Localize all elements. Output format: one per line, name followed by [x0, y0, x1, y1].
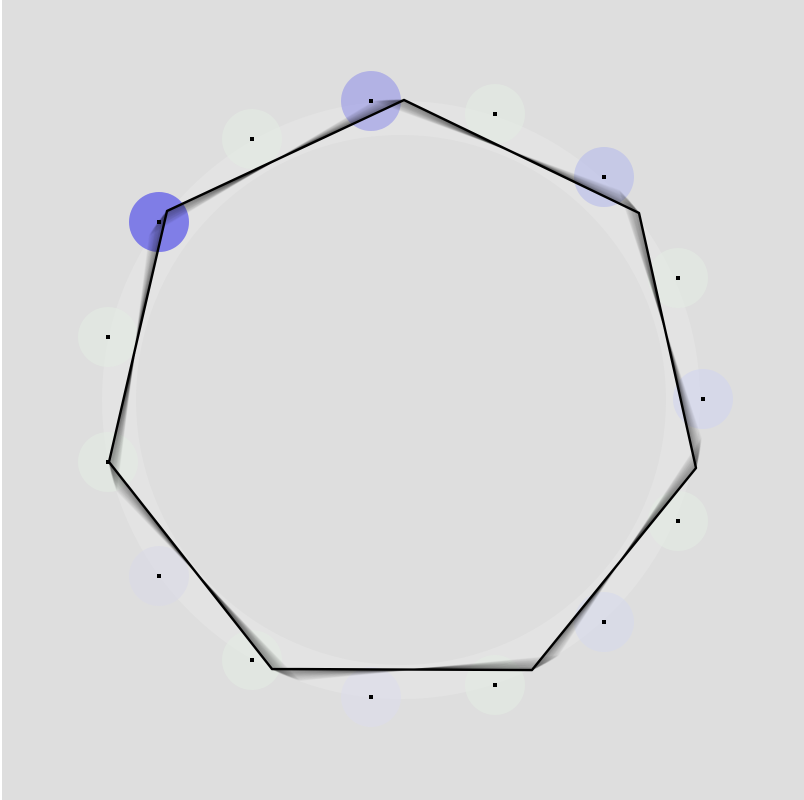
marker-upper-left-dot [250, 137, 254, 141]
marker-top-dot [369, 99, 373, 103]
heptagon [107, 98, 698, 672]
marker-top-right-upper-dot [493, 112, 497, 116]
marker-lower-right-dot [602, 620, 606, 624]
marker-upper-right-dot [602, 175, 606, 179]
polygon-layer [107, 98, 702, 680]
marker-lower-left-dot [157, 574, 161, 578]
marker-bottom-dot [369, 695, 373, 699]
marker-right-upper-dot [676, 276, 680, 280]
marker-right-lower-dot [676, 519, 680, 523]
marker-bottom-right-dot [493, 683, 497, 687]
marker-right-dot [701, 397, 705, 401]
marker-left-dot [106, 335, 110, 339]
marker-bottom-left-dot [250, 658, 254, 662]
marker-top-left-strong-dot [157, 220, 161, 224]
